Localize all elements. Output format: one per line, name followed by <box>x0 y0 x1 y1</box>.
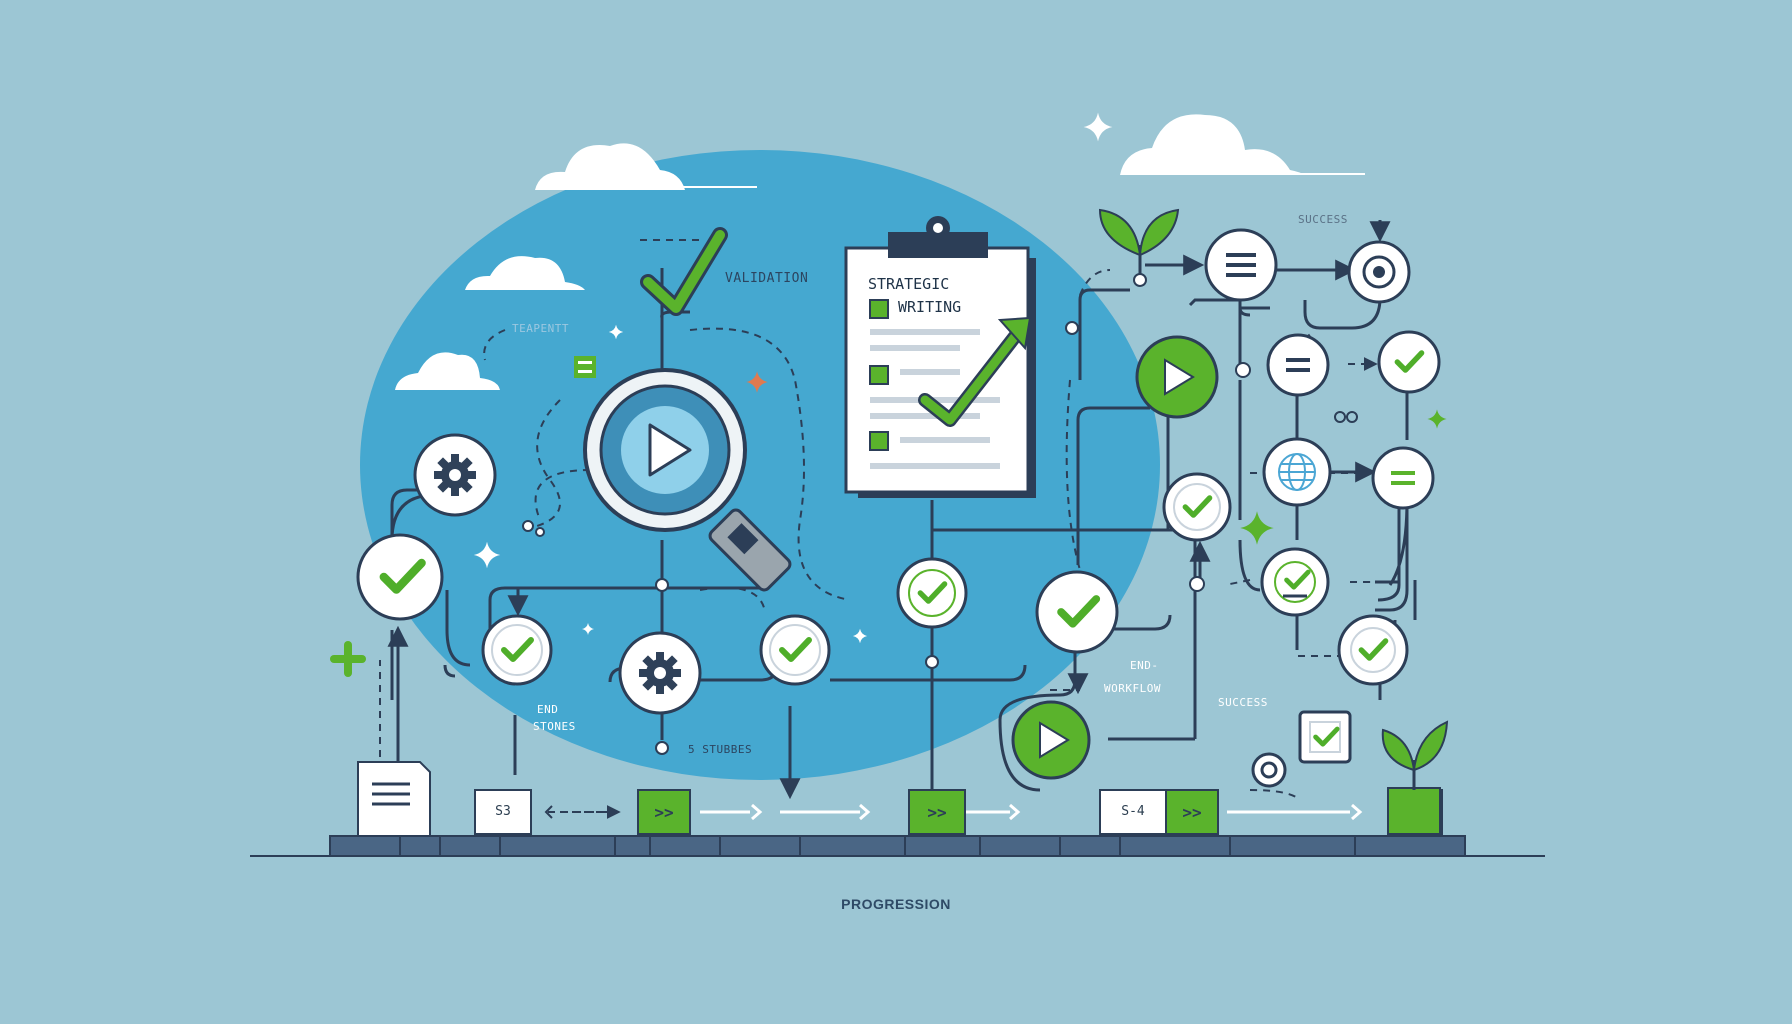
label-validation: VALIDATION <box>725 271 809 286</box>
svg-text:>>: >> <box>927 803 946 822</box>
label-end-workflow-1: END- <box>1130 659 1159 672</box>
stage-label-s4: S-4 <box>1121 804 1145 819</box>
clipboard-icon <box>844 216 1036 498</box>
label-success-right: SUCCESS <box>1218 696 1268 709</box>
plus-icon <box>330 641 366 677</box>
check-node <box>1337 614 1409 686</box>
svg-text:>>: >> <box>1182 803 1201 822</box>
gear-icon <box>639 652 681 694</box>
stage-box-next: >> <box>637 789 691 835</box>
check-node <box>1162 472 1232 542</box>
label-faint: TEAPENTT <box>512 322 569 335</box>
plant-icon <box>1098 208 1180 287</box>
stage-box-s3 <box>474 789 532 835</box>
play-node <box>1011 700 1091 780</box>
svg-text:>>: >> <box>654 803 673 822</box>
progression-arrows <box>700 803 1363 821</box>
document-icon <box>357 761 431 837</box>
target-icon <box>1362 255 1396 289</box>
check-node <box>356 533 444 621</box>
clipboard-title-line1: STRATEGIC <box>868 275 950 293</box>
check-node <box>1035 570 1119 654</box>
checkbox-icon <box>1298 710 1352 764</box>
equals-node <box>1266 333 1330 397</box>
globe-icon <box>1278 453 1316 491</box>
stage-box-next: >> <box>1165 789 1219 835</box>
checkbox-icon <box>574 356 596 378</box>
label-stages: 5 STUBBES <box>688 743 753 756</box>
menu-node <box>1204 228 1278 302</box>
target-node <box>1347 240 1411 304</box>
gear-icon <box>434 454 476 496</box>
junction-dots <box>522 321 1251 755</box>
cloud-icon <box>535 143 757 190</box>
footer-progression: PROGRESSION <box>841 896 951 912</box>
check-node <box>481 614 553 686</box>
check-node <box>759 614 831 686</box>
stage-box-s4 <box>1099 789 1167 835</box>
check-icon <box>640 227 728 316</box>
magnifier-icon <box>583 368 792 592</box>
stage-box-next: >> <box>908 789 966 835</box>
clipboard-title-line2: WRITING <box>898 298 962 316</box>
label-end-workflow-2: WORKFLOW <box>1104 682 1161 695</box>
plant-icon <box>1381 720 1449 835</box>
progression-track <box>250 835 1545 857</box>
gear-node <box>413 433 497 517</box>
cloud-icon <box>1120 114 1365 175</box>
equals-node <box>1371 446 1435 510</box>
check-node <box>1260 547 1330 617</box>
stage-label-s3: S3 <box>495 804 511 819</box>
check-node <box>896 557 968 629</box>
cloud-icon <box>465 256 585 290</box>
label-success-top: SUCCESS <box>1298 213 1348 226</box>
cloud-icon <box>395 352 500 390</box>
check-node <box>1377 330 1441 394</box>
arrow-head <box>544 805 553 819</box>
label-end-stones-2: STONES <box>533 720 576 733</box>
label-end-stones-1: END <box>537 703 559 716</box>
globe-node <box>1262 437 1332 507</box>
menu-icon <box>1226 253 1256 277</box>
gear-node <box>618 631 702 715</box>
link-icon <box>1334 411 1358 423</box>
play-node <box>1135 335 1219 419</box>
small-target-icon <box>1251 752 1287 788</box>
